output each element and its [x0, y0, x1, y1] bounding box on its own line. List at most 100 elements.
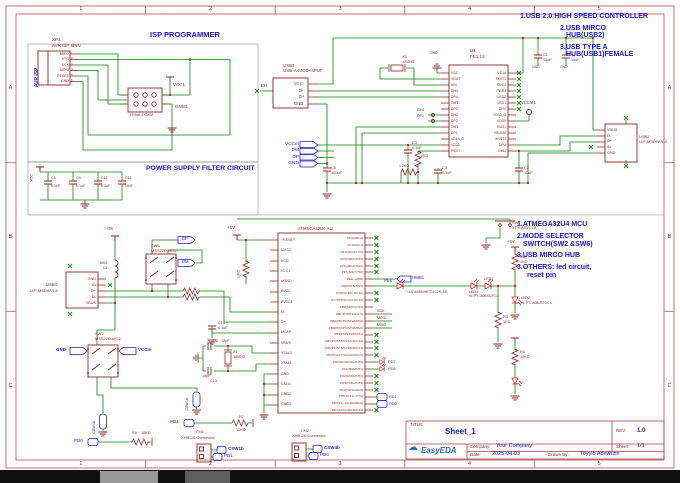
pin-label: 4 [71, 67, 73, 72]
pin-label: GND1 [281, 381, 291, 386]
xp1-part: AVR ISP 6PIN [52, 42, 81, 48]
pin-label: GND [281, 371, 289, 376]
pin-label: VD18 [497, 71, 506, 75]
pin-label: PB6(PCINT6/OC1B/ADC13) [325, 346, 363, 351]
pin-label: PF1(ADC1) [347, 242, 363, 247]
mcu-right-pins: PF0(ADC0)PF1(ADC1)PF4(ADC4/TCK)PF5(ADC5/… [300, 235, 363, 414]
miso-label: MISO [377, 322, 387, 327]
usb4-ref: USB4 [46, 282, 57, 287]
pin-label: C [8, 382, 13, 389]
usb1-part: USB-A-MOD+4PUF [283, 68, 323, 73]
pin-label: DMU [498, 149, 506, 153]
pin-label: 3 [71, 61, 73, 66]
pin-label: PF0(ADC0) [347, 235, 363, 240]
cn2-part: XHB-2A Connector [292, 433, 326, 438]
r3-val: 1KΩ [503, 320, 511, 324]
c11-ref: C11 [125, 176, 132, 180]
pin-label: D+ [91, 289, 96, 293]
pin-label: XIN [451, 83, 457, 87]
pin-label: 1 [79, 460, 83, 467]
l1-5v-label: +5V [106, 226, 114, 231]
mcu-note-1: 1.ATMEGA32U4 MCU [517, 221, 588, 228]
usb2-part: U-F-MSDW-Y-4 [639, 139, 667, 144]
cn2-ref: CN2 [301, 427, 310, 433]
sw2-part: MSS22D18G2 [95, 336, 121, 341]
pin-label: PB3(PDO/PCINT3/MISO) [328, 325, 363, 330]
r5-val: 10KΩ [236, 269, 241, 279]
mcu-note-4b: reset pin [527, 271, 557, 279]
pin-label: PD1(SDA/INT1) [341, 366, 363, 371]
junction-dots [87, 36, 595, 397]
c7-gnd: GND [560, 65, 568, 69]
usb1-pin-vcc: VCC [294, 80, 303, 86]
csw1b-vert-label: CSW1b [185, 397, 190, 411]
component-outlines [37, 50, 638, 463]
pin-label: PD3(TXD1/INT3) [340, 380, 363, 385]
mcu-note-2b: SWITCH(SW2 &SW6) [523, 240, 593, 248]
pin-label: DM4 [451, 89, 459, 93]
flag-gnd: GND [288, 160, 299, 166]
xp1-body-label: AVR ISP [33, 67, 40, 88]
easyeda-cloud-icon: ☁ [408, 442, 418, 453]
pin-label: PE6(INT6/AIN0) [341, 284, 363, 289]
usb2-ref: USB2 [639, 134, 650, 139]
rext-rv: 2KΩ [421, 154, 429, 158]
cn2-flag-pd0: PD0 [320, 451, 329, 457]
pin-label: PC6(OC3A/~OC4A) [336, 291, 363, 296]
c4-ref: C4 [442, 165, 447, 170]
r4-val: 10KΩ [520, 355, 530, 359]
sck-label: SCK [377, 308, 385, 313]
power-vcc-label: VCC [29, 174, 34, 182]
pe6-label: PE6 [384, 278, 392, 283]
pin-label: VDD5 [496, 119, 506, 123]
pin-label: VBUS [281, 340, 291, 345]
c9-ref: C9 [76, 176, 81, 180]
pin-label: UCAP [281, 330, 291, 335]
pin-label: VBUS [85, 301, 96, 305]
pin-label: PB5(PCINT5/OC1A/ADC12) [325, 339, 363, 344]
led2-ref: LED2 [521, 296, 530, 300]
pin-label: 1 [71, 50, 73, 55]
sw7-ref: SW7 [512, 220, 521, 225]
hwb1-label: HWB1 [412, 274, 425, 280]
pin-label: VD33 [451, 143, 460, 147]
usb1-pin-dm: D- [299, 87, 304, 93]
l1-val: 60Ω [100, 261, 108, 265]
mcu-note-3: 3.USB MIRCO HUB [517, 252, 581, 259]
section-boxes [27, 43, 664, 216]
pin-label: PF5(ADC5/TMS) [340, 256, 363, 261]
c12-ref: C12 [101, 176, 108, 180]
sw7-part: YTS-A011-1B [512, 225, 537, 230]
pin-label: RESET [57, 73, 69, 78]
pin-label: D- [91, 295, 96, 299]
u1-ref: U1 [470, 48, 476, 53]
pin-label: AVCC1 [281, 299, 293, 304]
c5-val: 18pF [221, 338, 230, 343]
sw6-dm-flag: DM [182, 259, 189, 264]
usb-note-2b: HUB(USB2) [566, 32, 605, 39]
titleblock-title-label: TITLE: [410, 422, 424, 427]
pin-label: VCC1 [281, 268, 291, 273]
r8-val: 1KΩ [520, 260, 528, 264]
cn1-flag-csw1b: CSW1b [228, 445, 244, 451]
cn2-flag-csw4b: CSW4b [324, 444, 340, 450]
sw2-ref: SW2 [95, 331, 104, 336]
pin-label: ID [92, 283, 96, 287]
pin-label: XRSTJ [495, 137, 506, 141]
pin-label: D+ [281, 320, 286, 325]
r6-val: 10KΩ [141, 431, 151, 435]
cn1-ref: CN1 [196, 429, 205, 434]
c14-ref: C14 [218, 321, 225, 325]
dp1-label: DP1 [417, 114, 424, 118]
mosi-label: MOSI [377, 315, 387, 320]
c8-ref: C8 [51, 176, 56, 180]
drawn-by-value: Toyyib Adewumi [580, 451, 620, 457]
pin-label: D- [607, 133, 612, 138]
sw6-ref: SW6 [151, 243, 160, 248]
